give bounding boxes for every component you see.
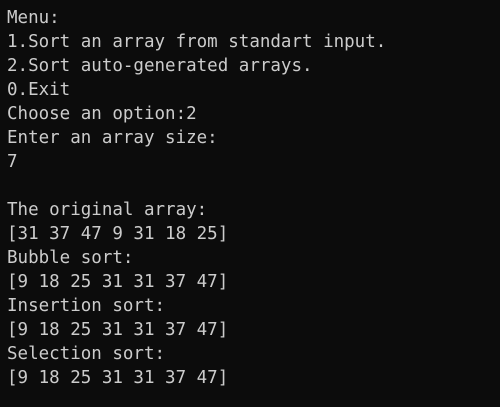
console-line-menu-header: Menu: (7, 8, 60, 28)
console-line-menu-option-0: 0.Exit (7, 80, 71, 100)
console-line-insertion-label: Insertion sort: (7, 296, 166, 316)
console-output[interactable]: Menu: 1.Sort an array from standart inpu… (7, 6, 497, 390)
console-line-size-value: 7 (7, 152, 18, 172)
console-line-original-label: The original array: (7, 200, 208, 220)
console-line-blank (7, 174, 497, 198)
console-line-menu-option-2: 2.Sort auto-generated arrays. (7, 56, 313, 76)
console-line-bubble-label: Bubble sort: (7, 248, 134, 268)
console-line-bubble-array: [9 18 25 31 31 37 47] (7, 272, 229, 292)
console-line-selection-label: Selection sort: (7, 344, 166, 364)
console-line-size-prompt: Enter an array size: (7, 128, 218, 148)
console-line-original-array: [31 37 47 9 31 18 25] (7, 224, 229, 244)
console-line-menu-option-1: 1.Sort an array from standart input. (7, 32, 387, 52)
console-line-selection-array: [9 18 25 31 31 37 47] (7, 368, 229, 388)
console-line-insertion-array: [9 18 25 31 31 37 47] (7, 320, 229, 340)
console-line-option-prompt: Choose an option:2 (7, 104, 197, 124)
